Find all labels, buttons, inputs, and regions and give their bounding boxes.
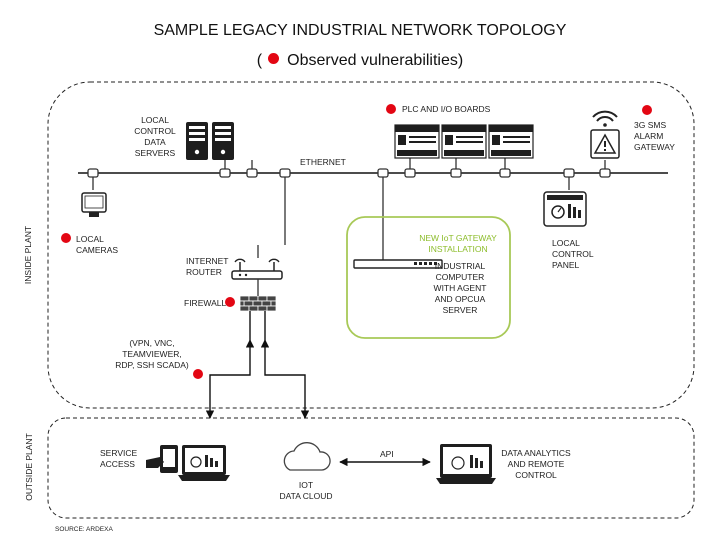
gateway-title: NEW IoT GATEWAY INSTALLATION bbox=[419, 233, 497, 254]
plc-label: PLC AND I/O BOARDS bbox=[402, 104, 491, 114]
firewall-icon bbox=[239, 295, 277, 312]
analytics-label: DATA ANALYTICS AND REMOTE CONTROL bbox=[501, 448, 571, 480]
inside-plant-zone bbox=[47, 81, 695, 409]
firewall-label: FIREWALL bbox=[184, 298, 227, 308]
bus-coupler bbox=[377, 168, 389, 178]
api-label: API bbox=[380, 449, 394, 459]
legend-dot bbox=[268, 53, 280, 64]
outside-plant-zone bbox=[47, 417, 695, 519]
mobile-device-icon bbox=[160, 445, 178, 473]
ethernet-label: ETHERNET bbox=[300, 157, 346, 167]
laptop-icon bbox=[436, 444, 496, 484]
service-access-label: SERVICE ACCESS bbox=[100, 448, 138, 469]
connection-arrow bbox=[260, 339, 310, 419]
plc-board-icon bbox=[441, 124, 487, 159]
vulnerability-dot bbox=[386, 104, 396, 114]
vulnerability-dot bbox=[61, 233, 71, 243]
router-label: INTERNET ROUTER bbox=[186, 256, 229, 277]
bus-coupler bbox=[599, 168, 611, 178]
bus-coupler bbox=[246, 168, 258, 178]
control-panel-label: LOCAL CONTROL PANEL bbox=[552, 238, 594, 270]
cloud-icon bbox=[283, 442, 331, 471]
bus-coupler bbox=[563, 168, 575, 178]
control-panel-icon bbox=[543, 191, 587, 227]
vulnerability-dot bbox=[193, 369, 203, 379]
servers-label: LOCAL CONTROL DATA SERVERS bbox=[134, 115, 176, 158]
plc-board-icon bbox=[394, 124, 440, 159]
bus-coupler bbox=[499, 168, 511, 178]
outside-plant-label: OUTSIDE PLANT bbox=[24, 433, 34, 501]
inside-plant-label: INSIDE PLANT bbox=[23, 225, 33, 285]
bus-coupler bbox=[404, 168, 416, 178]
remote-access-label: (VPN, VNC, TEAMVIEWER, RDP, SSH SCADA) bbox=[115, 338, 189, 370]
bus-coupler bbox=[87, 168, 99, 178]
router-icon bbox=[231, 258, 283, 280]
diagram-title: SAMPLE LEGACY INDUSTRIAL NETWORK TOPOLOG… bbox=[153, 22, 567, 39]
cameras-label: LOCAL CAMERAS bbox=[76, 234, 119, 255]
source-label: SOURCE: ARDEXA bbox=[55, 526, 113, 533]
laptop-icon bbox=[178, 445, 230, 481]
legend: ( Observed vulnerabilities) bbox=[0, 52, 720, 70]
camera-monitor-icon bbox=[81, 192, 107, 217]
cloud-label: IOT DATA CLOUD bbox=[279, 480, 333, 501]
alarm-gateway-icon bbox=[590, 129, 620, 159]
legend-paren: ( bbox=[256, 52, 263, 69]
legend-label: Observed vulnerabilities) bbox=[287, 52, 464, 69]
bus-coupler bbox=[450, 168, 462, 178]
bus-coupler bbox=[279, 168, 291, 178]
bus-coupler bbox=[219, 168, 231, 178]
connection-arrow bbox=[205, 339, 255, 419]
industrial-computer-icon bbox=[353, 259, 443, 269]
vulnerability-dot bbox=[642, 105, 652, 115]
hand-icon bbox=[146, 457, 164, 468]
vulnerability-dot bbox=[225, 297, 235, 307]
server-icon bbox=[212, 122, 234, 160]
wifi-icon bbox=[592, 110, 618, 127]
iot-gateway-box bbox=[346, 216, 511, 339]
server-icon bbox=[186, 122, 208, 160]
gateway-label: INDUSTRIAL COMPUTER WITH AGENT AND OPCUA… bbox=[433, 261, 487, 315]
plc-board-icon bbox=[488, 124, 534, 159]
sms-gateway-label: 3G SMS ALARM GATEWAY bbox=[634, 120, 675, 152]
